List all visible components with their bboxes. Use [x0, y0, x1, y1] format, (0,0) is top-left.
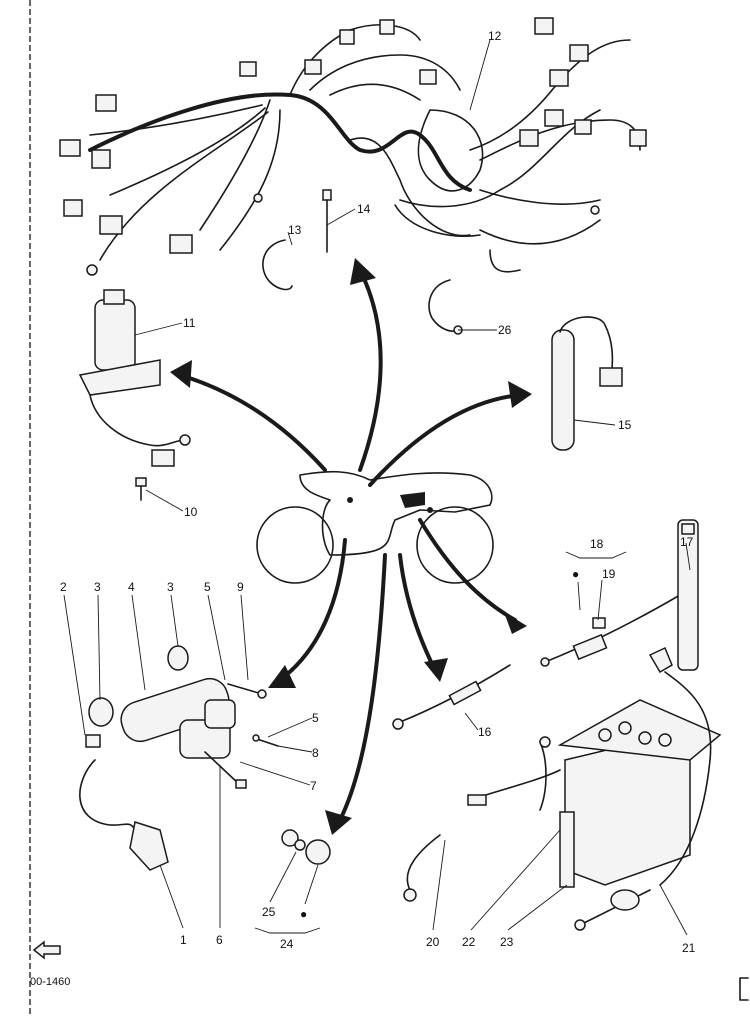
part-number-15: 15	[618, 418, 632, 432]
part-number-25: 25	[262, 905, 276, 919]
harness-clamp-13	[262, 239, 293, 291]
part-number-18: 18	[590, 537, 604, 551]
neutral-switch	[281, 829, 331, 865]
cable-18	[540, 594, 681, 667]
part-bullet-18: ●	[572, 567, 579, 581]
ignition-coil-assembly	[79, 645, 279, 871]
part-number-22: 22	[462, 935, 476, 949]
leader-lines	[63, 39, 691, 936]
battery	[403, 646, 722, 931]
part-number-24: 24	[280, 937, 294, 951]
part-number-17: 17	[680, 535, 694, 549]
battery-strap-17	[677, 519, 699, 671]
cable-16	[392, 664, 511, 730]
reference-arrow-icon	[32, 940, 61, 960]
part-number-23: 23	[500, 935, 514, 949]
part-number-13: 13	[288, 223, 302, 237]
part-number-3b: 3	[167, 580, 174, 594]
main-switch-assembly	[78, 289, 191, 467]
cable-tie-14	[322, 189, 332, 253]
part-number-3a: 3	[94, 580, 101, 594]
part-number-14: 14	[357, 202, 371, 216]
part-number-11: 11	[183, 316, 196, 330]
wire-harness	[59, 17, 647, 276]
part-number-6: 6	[216, 933, 223, 947]
motorcycle-silhouette	[256, 470, 494, 584]
corner-bracket-icon	[739, 977, 749, 1001]
callout-arrows	[170, 258, 532, 835]
part-number-8: 8	[312, 746, 319, 760]
part-number-21: 21	[682, 941, 696, 955]
part-number-5b: 5	[312, 711, 319, 725]
part-number-26: 26	[498, 323, 512, 337]
part-number-12: 12	[488, 29, 502, 43]
part-number-19: 19	[602, 567, 616, 581]
part-number-7: 7	[310, 779, 317, 793]
part-bullet-24: ●	[300, 907, 307, 921]
part-number-9: 9	[237, 580, 244, 594]
bolt-10	[135, 477, 147, 501]
part-number-4: 4	[128, 580, 135, 594]
part-number-1: 1	[180, 933, 187, 947]
part-number-2: 2	[60, 580, 67, 594]
wire-clip-26	[428, 279, 463, 335]
part-number-10: 10	[184, 505, 198, 519]
part-numbers: 1 2 3 4 3 5 9 5 8 7 6 10 11 12 13 14 15 …	[60, 29, 696, 955]
part-number-5a: 5	[204, 580, 211, 594]
document-code: 00-1460	[30, 976, 71, 988]
part-number-16: 16	[478, 725, 492, 739]
sensor-15	[551, 316, 623, 451]
part-number-20: 20	[426, 935, 440, 949]
